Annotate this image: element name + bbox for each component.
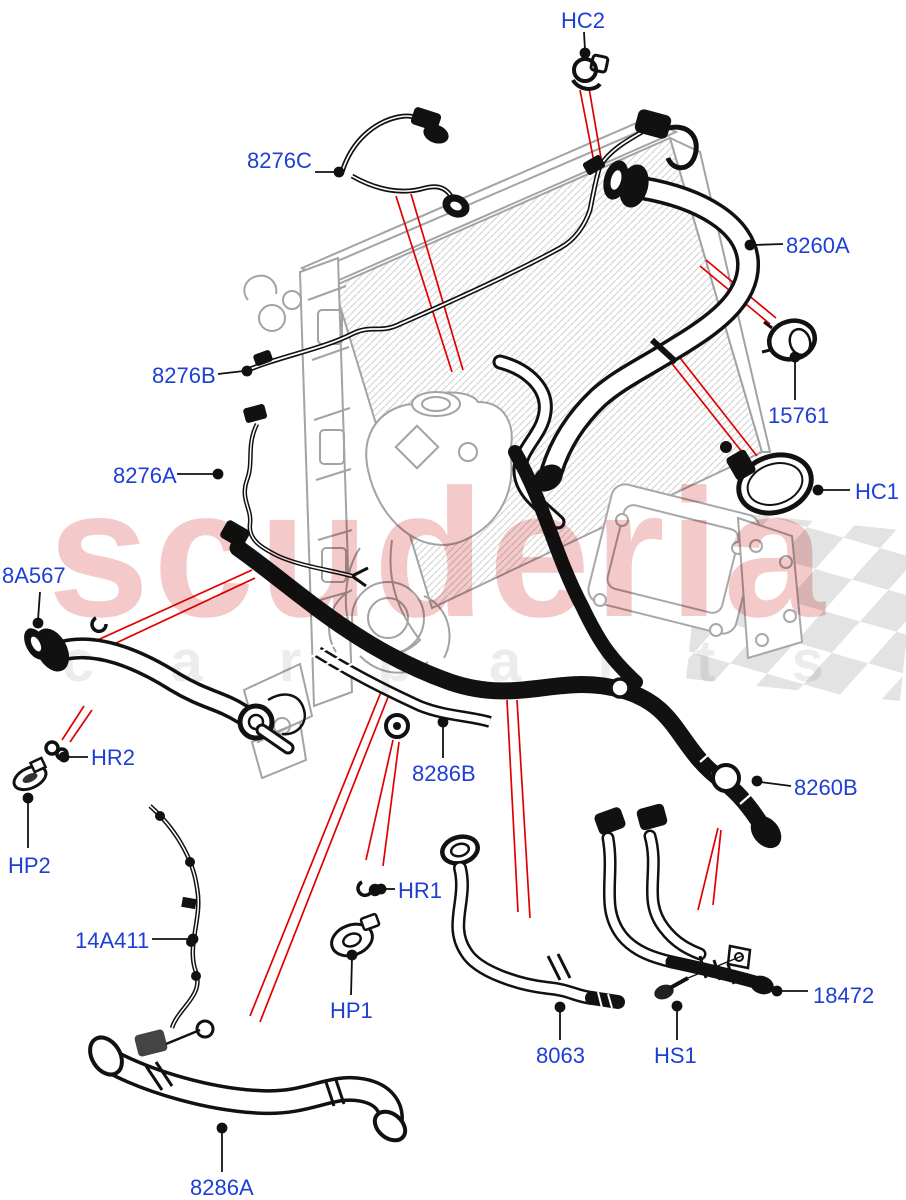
hose-network-8286b [220, 445, 782, 849]
expansion-tank [344, 391, 513, 656]
clamp-hc2 [571, 53, 610, 91]
pipe-8276c [339, 107, 470, 218]
pipe-8276a [242, 404, 369, 588]
pipe-8276b [242, 109, 699, 375]
plug-hp1 [330, 912, 381, 958]
red-callout-lines [61, 87, 777, 1023]
plug-hp2 [12, 756, 48, 792]
clamp-hc1 [720, 441, 814, 516]
oil-cooler [587, 483, 804, 660]
hose-8063 [440, 834, 625, 1009]
hose-8286a [88, 1019, 408, 1143]
hose-8a567 [24, 616, 307, 755]
harness-14a411 [148, 804, 201, 1029]
cap-15761 [761, 318, 818, 362]
twin-hose-18472 [594, 803, 774, 1000]
black-leader-lines [22, 31, 850, 1172]
